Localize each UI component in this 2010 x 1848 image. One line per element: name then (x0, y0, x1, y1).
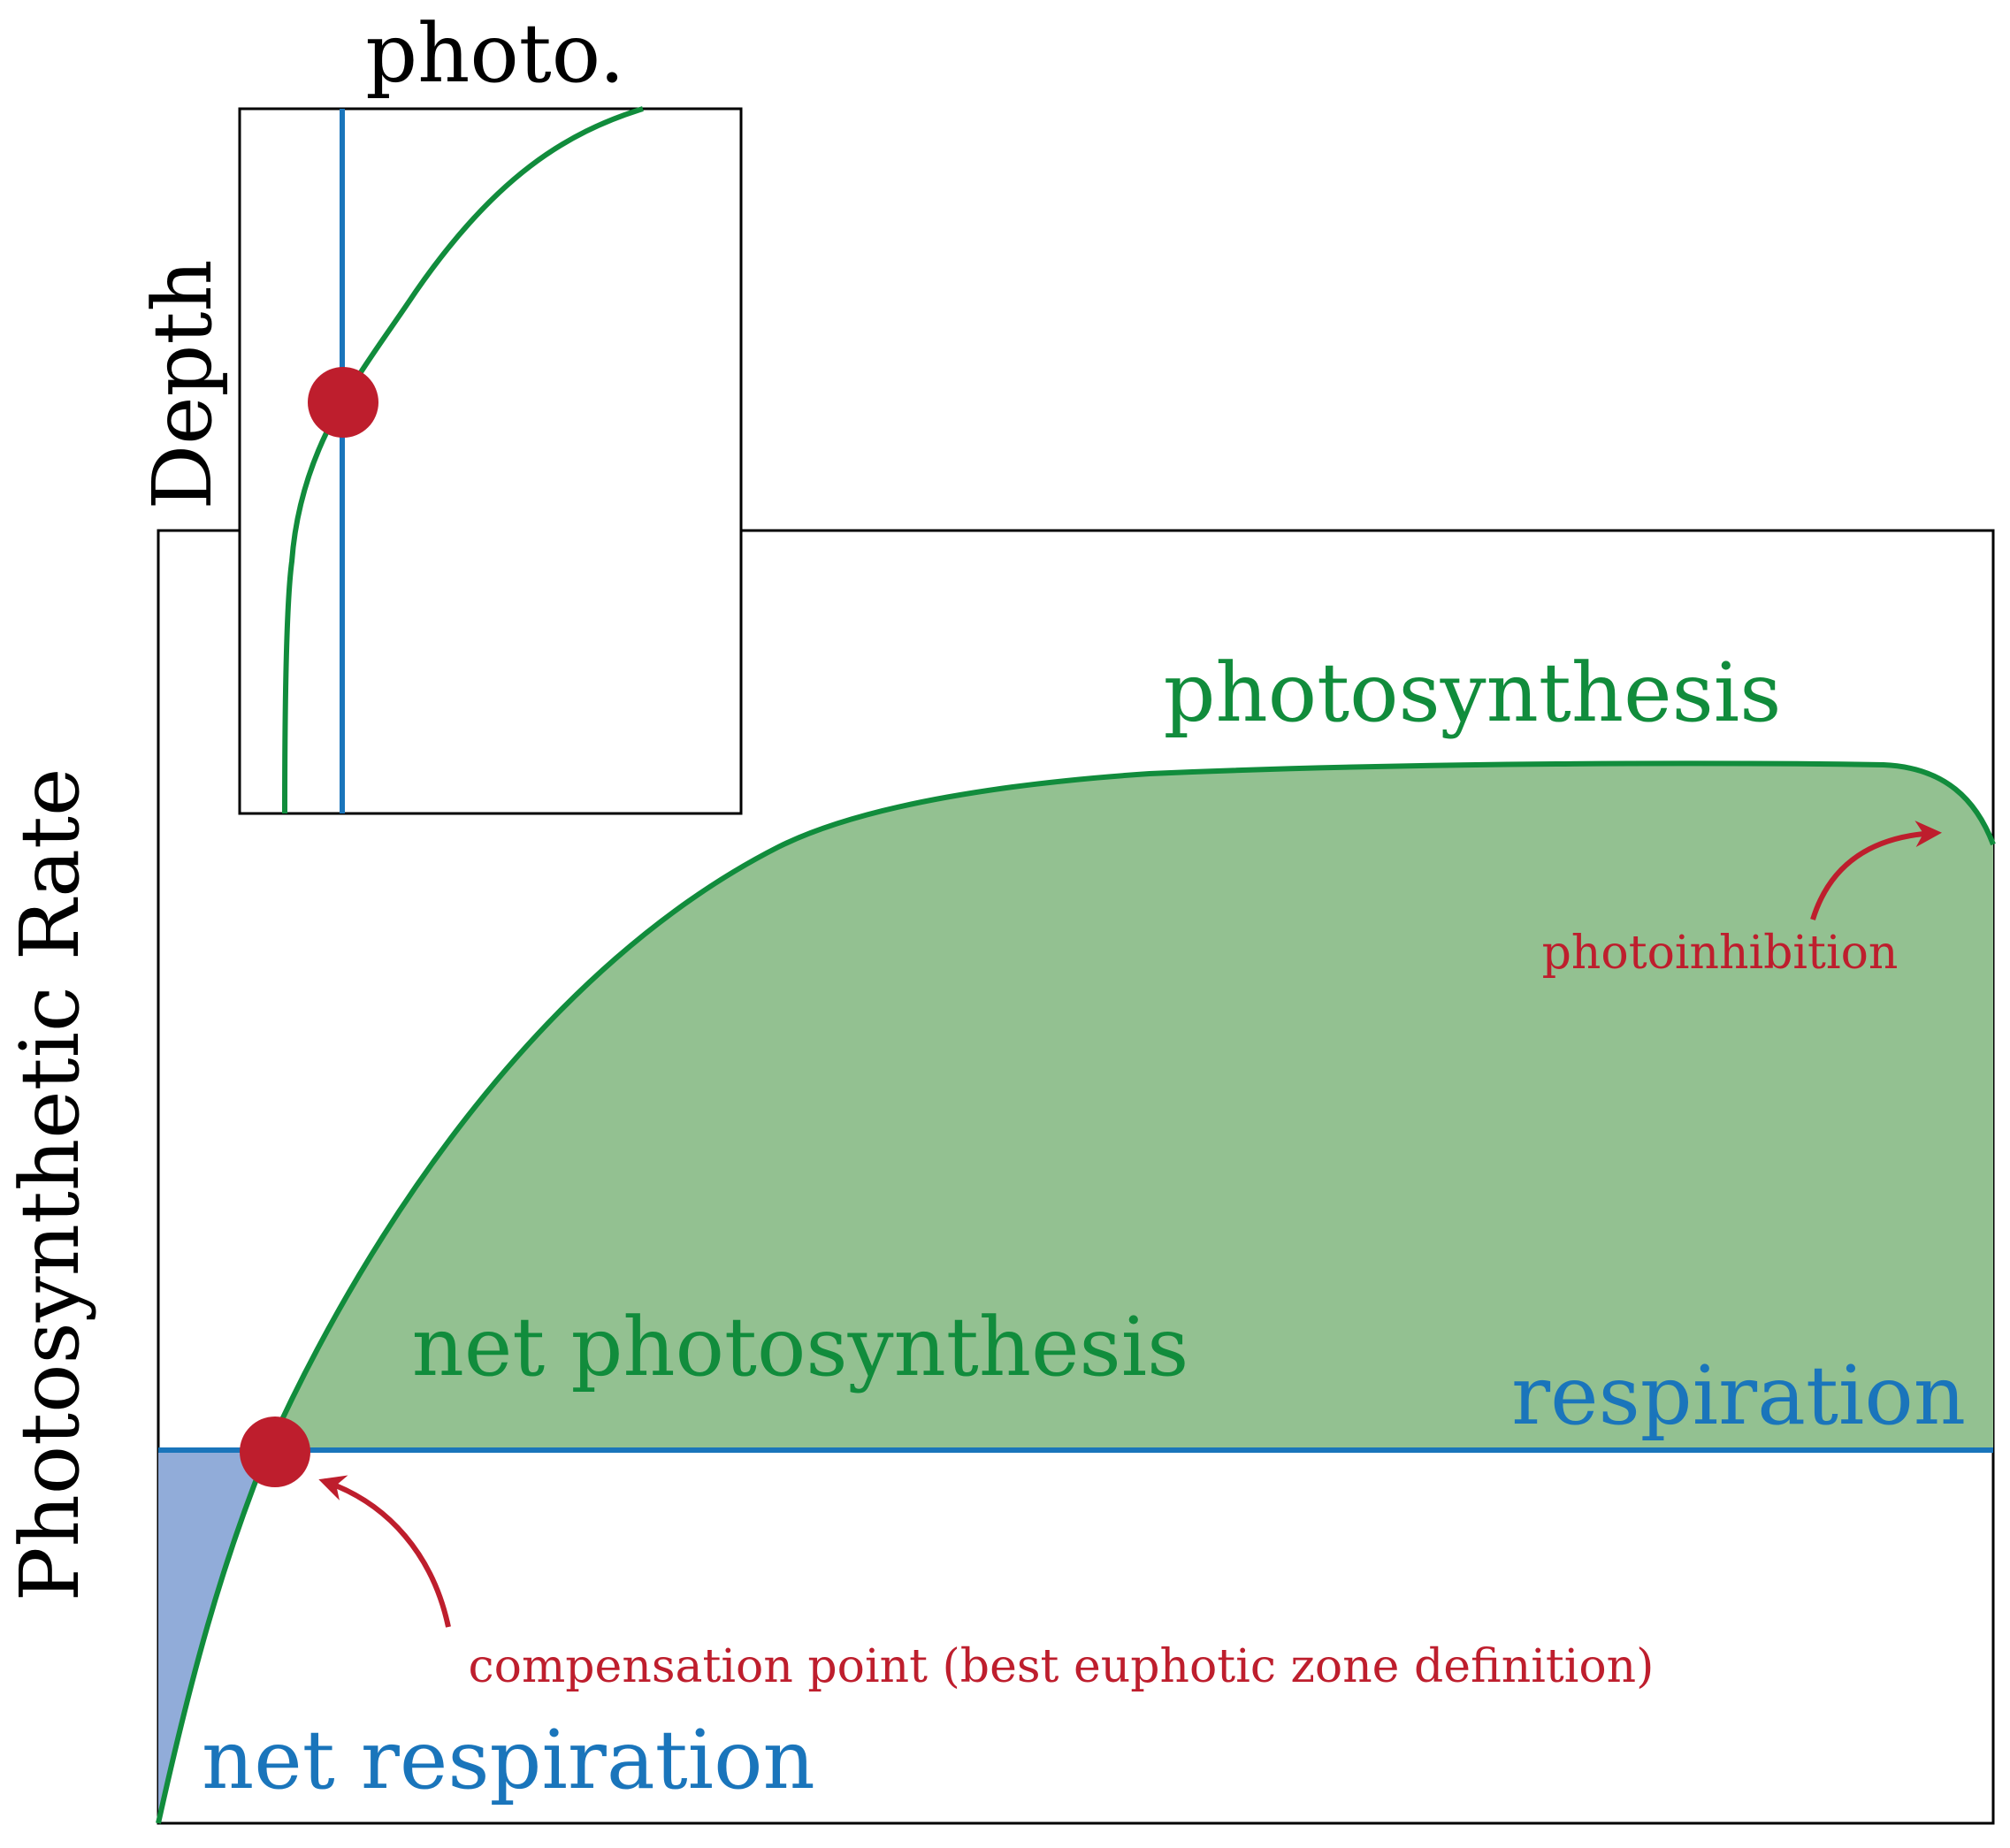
net-photosynthesis-label: net photosynthesis (412, 1300, 1189, 1394)
net-respiration-area (158, 1450, 268, 1823)
compensation-point-marker (240, 1417, 310, 1487)
respiration-label: respiration (1511, 1348, 1966, 1443)
net-respiration-label: net respiration (202, 1713, 815, 1807)
inset-plot-frame (238, 107, 743, 815)
net-photosynthesis-area (268, 763, 1993, 1450)
main-y-axis-label: Photosynthetic Rate (3, 768, 97, 1602)
inset-compensation-point-marker (308, 367, 378, 438)
compensation-point-arrow (318, 1475, 451, 1628)
photoinhibition-arrow (1810, 821, 1942, 920)
photoinhibition-label: photoinhibition (1542, 927, 1899, 980)
inset-y-axis-label: Depth (135, 259, 230, 509)
compensation-point-label: compensation point (best euphotic zone d… (469, 1640, 1655, 1693)
inset-title: photo. (365, 6, 625, 101)
photosynthesis-label: photosynthesis (1164, 645, 1782, 740)
